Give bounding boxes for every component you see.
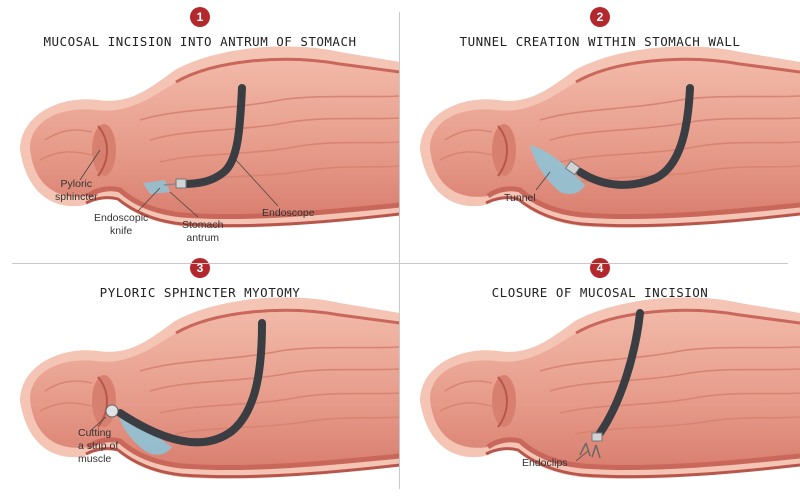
step-badge: 1 xyxy=(190,7,210,27)
panel-2: 2 TUNNEL CREATION WITHIN STOMACH WALL Tu… xyxy=(400,0,800,250)
endoclips xyxy=(579,442,601,459)
endoscope xyxy=(576,84,694,189)
step-badge: 4 xyxy=(590,258,610,278)
panel-title: CLOSURE OF MUCOSAL INCISION xyxy=(491,285,709,300)
endoscopic-knife xyxy=(163,183,177,186)
label-endoclips: Endoclips xyxy=(522,457,568,469)
panel-title: PYLORIC SPHINCTER MYOTOMY xyxy=(99,285,301,300)
step-badge: 2 xyxy=(590,7,610,27)
panel-4: 4 CLOSURE OF MUCOSAL INCISION Endoclips xyxy=(400,251,800,501)
tunnel xyxy=(530,145,585,194)
label-cutting-strip: Cutting a strip of muscle xyxy=(78,427,119,465)
stomach-illustration-2 xyxy=(400,0,800,250)
vertical-divider xyxy=(399,12,400,489)
label-tunnel: Tunnel xyxy=(504,192,536,204)
endoscope-tip xyxy=(591,432,603,442)
label-endoscopic-knife: Endoscopic knife xyxy=(94,212,149,237)
stomach-illustration-3 xyxy=(0,251,400,501)
endoscope-tip xyxy=(105,404,119,418)
step-badge: 3 xyxy=(190,258,210,278)
endoscope-tip xyxy=(175,178,187,189)
panel-3: 3 PYLORIC SPHINCTER MYOTOMY Cutting a st… xyxy=(0,251,400,501)
panel-title: MUCOSAL INCISION INTO ANTRUM OF STOMACH xyxy=(43,34,357,49)
endoscope xyxy=(178,84,246,188)
label-stomach-antrum: Stomach antrum xyxy=(182,219,224,244)
horizontal-divider xyxy=(12,263,788,264)
incision-area xyxy=(143,180,170,194)
label-endoscope: Endoscope xyxy=(262,207,315,219)
endoscope xyxy=(596,309,644,437)
panel-1: 1 MUCOSAL INCISION INTO ANTRUM OF STOMAC… xyxy=(0,0,400,250)
endoscope-tip xyxy=(564,160,581,176)
stomach-illustration-1 xyxy=(0,0,400,250)
panel-title: TUNNEL CREATION WITHIN STOMACH WALL xyxy=(459,34,741,49)
stomach-illustration-4 xyxy=(400,251,800,501)
endoscope xyxy=(116,319,266,447)
label-pyloric-sphincter: Pyloric sphincter xyxy=(55,178,98,203)
